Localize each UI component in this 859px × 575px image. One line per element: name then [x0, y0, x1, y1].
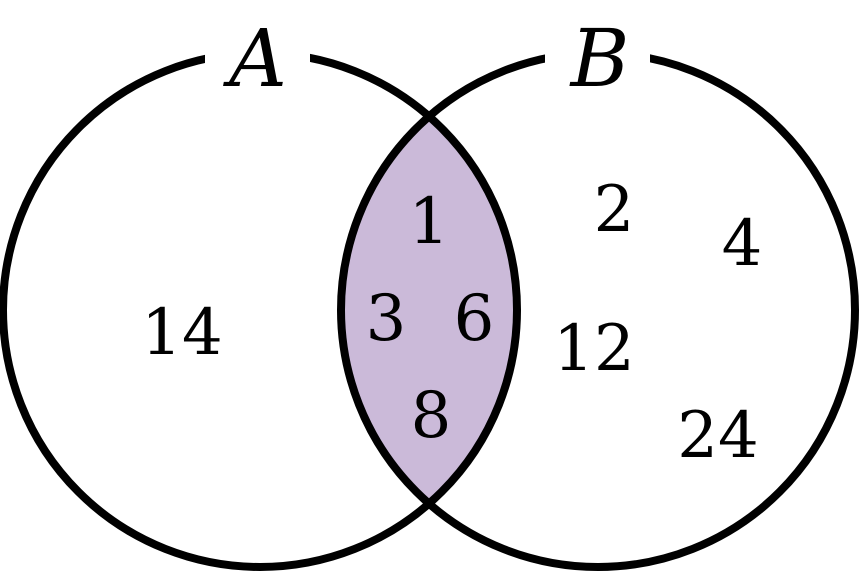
element-intersection: 3	[366, 282, 407, 356]
element-intersection: 8	[411, 379, 452, 453]
element-b-only: 24	[677, 399, 758, 473]
element-a-only: 14	[141, 296, 222, 370]
element-b-only: 12	[553, 312, 634, 386]
element-intersection: 1	[409, 185, 450, 259]
label-gap-a	[205, 10, 310, 100]
label-gap-b	[545, 10, 650, 100]
set-label-a: A	[222, 12, 287, 105]
set-label-b: B	[569, 12, 630, 105]
element-b-only: 4	[722, 207, 763, 281]
element-intersection: 6	[454, 282, 495, 356]
intersection-region	[341, 53, 517, 567]
element-b-only: 2	[594, 173, 635, 247]
